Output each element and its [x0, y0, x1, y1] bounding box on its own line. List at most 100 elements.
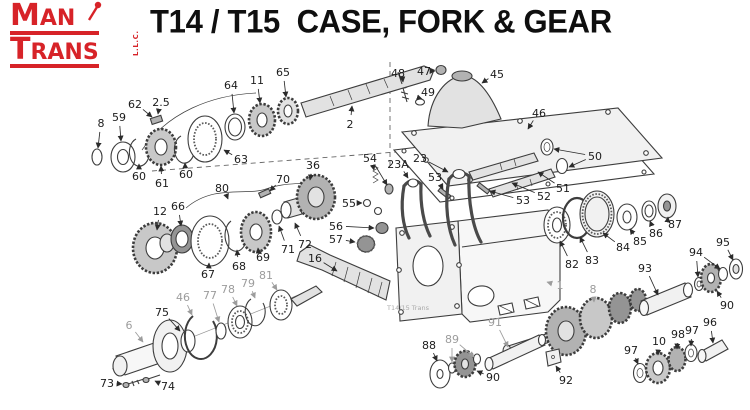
leader-arrow [154, 380, 162, 387]
part-number-label: 48 [391, 67, 405, 80]
part-number-label: 46 [532, 107, 546, 120]
leader-arrow [282, 80, 289, 98]
part-number-label: 83 [585, 254, 599, 267]
part-number-label: 70 [276, 173, 290, 186]
leader-arrow [402, 171, 409, 179]
part-number-label: 90 [720, 299, 734, 312]
part-number-label: 81 [259, 269, 273, 282]
part-number-label: 36 [306, 159, 320, 172]
bottom-center-idler-par​ts [429, 333, 562, 389]
leader-arrow [555, 365, 562, 373]
leader-arrow [223, 149, 233, 156]
retainer-bolt [122, 381, 130, 389]
leader-arrow [499, 329, 509, 348]
diagram-caption: T14/15 Trans [386, 304, 430, 312]
part-number-label: 74 [161, 380, 175, 393]
leader-arrow [703, 256, 721, 270]
leader-arrow [155, 108, 162, 115]
part-number-label: 94 [689, 246, 703, 259]
rear-bearing-stack [543, 190, 677, 244]
leader-arrow [489, 189, 514, 199]
part-number-label: 60 [132, 170, 146, 183]
part-number-label: 93 [638, 262, 652, 275]
part-number-label: 23A [387, 158, 409, 171]
leader-arrow [223, 192, 229, 200]
leader-arrow [727, 249, 734, 261]
retainer-clip [414, 98, 426, 106]
part-number-label: 62 [128, 98, 142, 111]
part-number-label: 49 [421, 86, 435, 99]
leader-arrow [307, 173, 314, 181]
part-number-label: 82 [565, 258, 579, 271]
part-number-label: 1 [557, 279, 564, 292]
brand-logo: Man Trans L.L.C. [10, 1, 150, 68]
leader-arrow [527, 120, 534, 130]
leader-arrow [269, 184, 276, 192]
part-number-label: 88 [422, 339, 436, 352]
part-number-label: 10 [652, 335, 666, 348]
part-number-label: 16 [308, 252, 322, 265]
part-number-label: 91 [488, 316, 502, 329]
part-number-label: 68 [232, 260, 246, 273]
cover-plate [400, 107, 664, 187]
leader-arrow [117, 125, 124, 142]
part-number-label: 61 [155, 177, 169, 190]
retainer-bolt [142, 376, 150, 384]
transmission-case: T14/15 Trans [386, 209, 561, 323]
shift-rails [356, 138, 569, 253]
part-number-label: 52 [537, 190, 551, 203]
part-number-label: 95 [716, 236, 730, 249]
part-number-label: 55 [342, 197, 356, 210]
part-number-label: 92 [559, 374, 573, 387]
part-number-label: 8 [590, 283, 597, 296]
part-number-label: 6 [126, 319, 133, 332]
leader-arrow [348, 105, 355, 116]
part-number-label: 50 [588, 150, 602, 163]
leader-arrow [232, 296, 238, 307]
leader-arrow [271, 282, 278, 291]
part-number-label: 71 [281, 243, 295, 256]
part-number-label: 63 [234, 153, 248, 166]
part-number-label: 59 [112, 111, 126, 124]
part-number-label: 98 [671, 328, 685, 341]
shifter-boot [427, 75, 502, 129]
part-number-label: 80 [215, 182, 229, 195]
part-number-label: 8 [98, 117, 105, 130]
part-number-label: 79 [241, 277, 255, 290]
leader-arrow [553, 146, 586, 155]
boot-cap [451, 70, 473, 82]
poppet-ball [362, 198, 372, 208]
leader-arrow [437, 182, 444, 190]
part-number-label: 73 [100, 377, 114, 390]
leader-arrow [432, 352, 438, 362]
part-number-label: 66 [171, 200, 185, 213]
part-number-label: 87 [668, 218, 682, 231]
part-number-label: 75 [155, 306, 169, 319]
part-number-label: 46 [176, 291, 190, 304]
part-number-label: 78 [221, 283, 235, 296]
leader-arrow [481, 77, 489, 84]
part-number-label: 12 [153, 205, 167, 218]
detent-spring [372, 165, 379, 184]
leader-arrow [168, 318, 181, 332]
leader-arrow [135, 331, 144, 343]
leader-arrow [154, 219, 161, 231]
leader-arrow [250, 290, 256, 299]
part-number-label: 56 [329, 220, 343, 233]
leader-arrow [278, 225, 285, 241]
shift-forks [400, 168, 483, 247]
leader-arrow [177, 214, 184, 227]
lock-plate [545, 348, 562, 367]
part-number-label: 97 [624, 344, 638, 357]
leader-arrow [95, 131, 102, 149]
part-number-label: 60 [179, 168, 193, 181]
leader-arrow [294, 222, 302, 237]
leader-arrow [476, 370, 484, 376]
part-number-label: 45 [490, 68, 504, 81]
leader-arrow [230, 93, 237, 114]
plug-cap [435, 64, 447, 76]
leader-arrow [716, 290, 723, 298]
leader-arrow [234, 249, 241, 258]
